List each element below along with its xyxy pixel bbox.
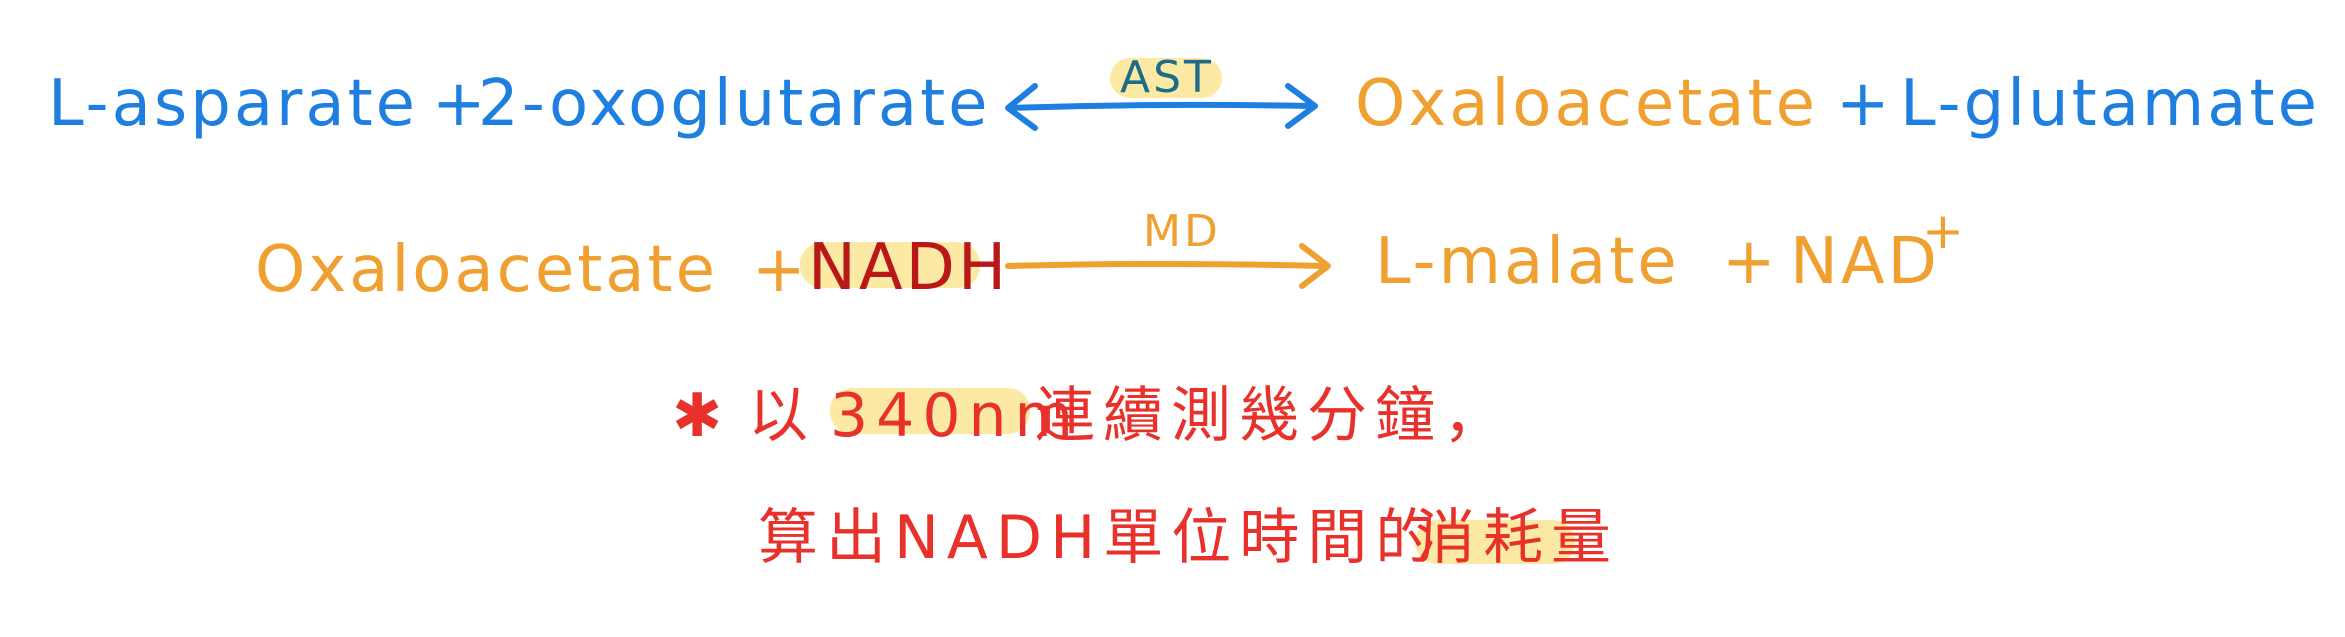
reaction1-product-oxaloacetate: Oxaloacetate <box>1355 67 1818 141</box>
note-line1-wavelength: 340nm <box>830 381 1081 451</box>
reaction2-plus-2: + <box>1722 225 1779 299</box>
reversible-arrow-icon <box>1005 83 1318 131</box>
note-line1-suffix: 連續測幾分鐘， <box>1035 381 1511 451</box>
wavelength-highlight <box>830 388 1030 434</box>
reaction2-reactant-oxaloacetate: Oxaloacetate <box>255 233 718 307</box>
reaction2-product-nad-charge: + <box>1922 202 1964 260</box>
note-line2-consumption: 消耗量 <box>1415 503 1619 573</box>
note-star-icon: ✱ <box>672 381 731 451</box>
reaction2-plus-1: + <box>752 233 809 307</box>
note-line1-prefix: 以 <box>748 381 816 451</box>
consumption-highlight <box>1415 520 1575 564</box>
reaction2-product-nad: NAD <box>1790 225 1940 299</box>
nadh-highlight <box>800 242 980 288</box>
reaction2-enzyme-md: MD <box>1143 206 1221 257</box>
reaction2-reactant-nadh: NADH <box>808 231 1010 305</box>
forward-arrow-icon <box>1005 243 1331 289</box>
reaction1-plus-1: + <box>432 67 489 141</box>
reaction1-product-glutamate: L-glutamate <box>1900 67 2320 141</box>
reaction1-enzyme-ast: AST <box>1120 52 1214 103</box>
reaction1-plus-2: + <box>1836 67 1893 141</box>
reaction2-product-malate: L-malate <box>1375 225 1680 299</box>
note-line2-prefix: 算出NADH單位時間的 <box>758 503 1444 573</box>
reaction1-reactant-asparate: L-asparate <box>48 67 419 141</box>
reaction1-reactant-oxoglutarate: 2-oxoglutarate <box>478 67 991 141</box>
enzyme-ast-highlight <box>1110 58 1222 98</box>
